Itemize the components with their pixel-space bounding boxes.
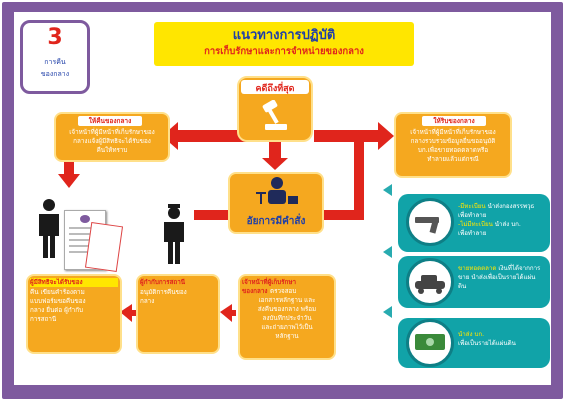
badge-number: 3: [47, 25, 63, 50]
step3-highlight: เจ้าหน้าที่ผู้เก็บรักษา: [242, 279, 297, 286]
badge-line2: ของกลาง: [40, 70, 70, 78]
badge-line1: การคืน: [44, 58, 66, 66]
arrow-center-right: [324, 210, 364, 220]
final-judgment-label-bg: [241, 80, 309, 94]
money-icon: [406, 319, 454, 367]
arrow-center-left: [194, 210, 244, 220]
dispose-vehicles-l1a: ขายทอดตลาด: [458, 265, 497, 272]
confiscate-title-bg: [422, 116, 486, 126]
dispose-vehicles-l2: ขาย นำส่งเพื่อเป็นรายได้แผ่น: [458, 274, 536, 281]
gavel-icon: [262, 100, 287, 130]
step3-line4: ลงบันทึกประจำวัน: [262, 315, 312, 322]
arrow-right-vert: [354, 137, 364, 219]
confiscate-text-2: กลางรวบรวมข้อมูลยื่นขออนุมัติ: [410, 138, 496, 145]
step3-line2: เอกสารหลักฐาน และ: [258, 297, 316, 304]
confiscate-text-3: บก.เพื่อขายทอดตลาดหรือ: [417, 147, 489, 154]
arrow-right-head: [378, 122, 394, 150]
dispose-weapons-l1b: นำส่งกองสรรพวุธ: [485, 203, 535, 210]
arrow-right-shaft: [314, 130, 384, 142]
return-title: ให้คืนของกลาง: [88, 117, 132, 125]
header-title: แนวทางการปฏิบัติ: [232, 28, 336, 43]
arrow-step2-3: [220, 304, 236, 322]
dispose-vehicles-l1b: เงินที่ได้จากการ: [496, 265, 541, 272]
final-judgment-label: คดีถึงที่สุด: [255, 84, 295, 94]
confiscate-title: ให้ริบของกลาง: [433, 117, 475, 125]
step1-line2: แบบฟอร์มขอคืนของ: [30, 298, 86, 305]
arrow-down-shaft: [269, 142, 281, 158]
dispose-weapons-l4: เพื่อทำลาย: [458, 230, 487, 237]
confiscate-text-4: ทำลายแล้วแต่กรณี: [427, 156, 479, 163]
arrow-step1-2: [120, 304, 136, 322]
gun-icon: [406, 198, 454, 246]
person-icon: [39, 199, 59, 258]
section-badge: 3 การคืน ของกลาง: [20, 20, 90, 94]
dispose-weapons-l3b: นำส่ง บก.: [492, 221, 521, 228]
dispose-weapons-text: -มีทะเบียน นำส่งกองสรรพวุธ เพื่อทำลาย -ไ…: [458, 202, 554, 238]
step3-line3: ส่งคืนของกลาง พร้อม: [257, 306, 317, 313]
teal-pointer-1: [383, 184, 392, 196]
request-form-icon: [84, 221, 124, 273]
confiscate-evidence-panel: ให้ริบของกลาง เจ้าหน้าที่ผู้มีหน้าที่เก็…: [394, 112, 512, 178]
dispose-money-text: นำส่ง บก. เพื่อเป็นรายได้แผ่นดิน: [458, 330, 554, 348]
step-approve-panel: ผู้กำกับการสถานี อนุมัติการคืนของ กลาง: [136, 274, 220, 354]
arrow-left-down-shaft: [64, 156, 74, 176]
step3-line1: ตรวจสอบ: [270, 288, 297, 295]
step3-highlight2: ของกลาง: [242, 288, 268, 295]
return-text-1: เจ้าหน้าที่ผู้มีหน้าที่เก็บรักษาของ: [69, 129, 155, 136]
return-text-3: คืนให้ทราบ: [96, 147, 128, 154]
arrow-left-head: [162, 122, 178, 150]
header-banner: [154, 22, 414, 66]
return-title-bg: [78, 116, 142, 126]
step-request-panel: ผู้มีสิทธิจะได้รับของ คืน เขียนคำร้องตาม…: [26, 274, 122, 354]
form-emblem: [80, 215, 90, 223]
arrow-down-head: [262, 158, 288, 170]
dispose-money-l2: เพื่อเป็นรายได้แผ่นดิน: [458, 340, 516, 347]
vehicle-icon: [406, 258, 454, 306]
teal-pointer-2: [383, 246, 392, 258]
dispose-weapons-l1a: -มีทะเบียน: [458, 203, 486, 210]
step1-line4: การสถานี: [30, 316, 57, 323]
header-subtitle: การเก็บรักษาและการจำหน่ายของกลาง: [204, 46, 364, 57]
arrow-left-down-head: [58, 174, 80, 188]
confiscate-text-1: เจ้าหน้าที่ผู้มีหน้าที่เก็บรักษาของ: [410, 129, 496, 136]
step3-line6: หลักฐาน: [275, 333, 299, 340]
final-judgment-panel: คดีถึงที่สุด: [237, 76, 313, 142]
step1-highlight: ผู้มีสิทธิจะได้รับของ: [30, 278, 118, 287]
return-text-2: กลางแจ้งผู้มีสิทธิจะได้รับของ: [73, 138, 151, 145]
step2-line2: กลาง: [140, 298, 155, 305]
step1-line3: กลาง ยื่นต่อ ผู้กำกับ: [30, 307, 83, 314]
prosecutor-order-label: อัยการมีคำสั่ง: [246, 216, 306, 227]
arrow-left-shaft: [174, 130, 254, 142]
return-evidence-panel: ให้คืนของกลาง เจ้าหน้าที่ผู้มีหน้าที่เก็…: [54, 112, 170, 162]
prosecutor-icon: [256, 177, 298, 204]
prosecutor-order-panel: อัยการมีคำสั่ง: [228, 172, 324, 234]
dispose-vehicles-text: ขายทอดตลาด เงินที่ได้จากการ ขาย นำส่งเพื…: [458, 264, 554, 291]
dispose-weapons-l3a: -ไม่มีทะเบียน: [458, 221, 493, 228]
step1-line1: คืน เขียนคำร้องตาม: [30, 289, 85, 296]
dispose-money-l1: นำส่ง บก.: [458, 331, 485, 338]
step3-line5: และถ่ายภาพไว้เป็น: [261, 324, 313, 331]
dispose-vehicles-l3: ดิน: [458, 283, 467, 290]
teal-pointer-3: [383, 306, 392, 318]
step2-line1: อนุมัติการคืนของ: [140, 289, 187, 296]
infographic-canvas: 3 การคืน ของกลาง แนวทางการปฏิบัติ การเก็…: [14, 12, 551, 385]
step-return-panel: เจ้าหน้าที่ผู้เก็บรักษา ของกลาง ตรวจสอบ …: [238, 274, 336, 360]
police-officer-icon: [164, 204, 184, 264]
step2-highlight: ผู้กำกับการสถานี: [140, 279, 186, 286]
dispose-weapons-l2: เพื่อทำลาย: [458, 212, 487, 219]
